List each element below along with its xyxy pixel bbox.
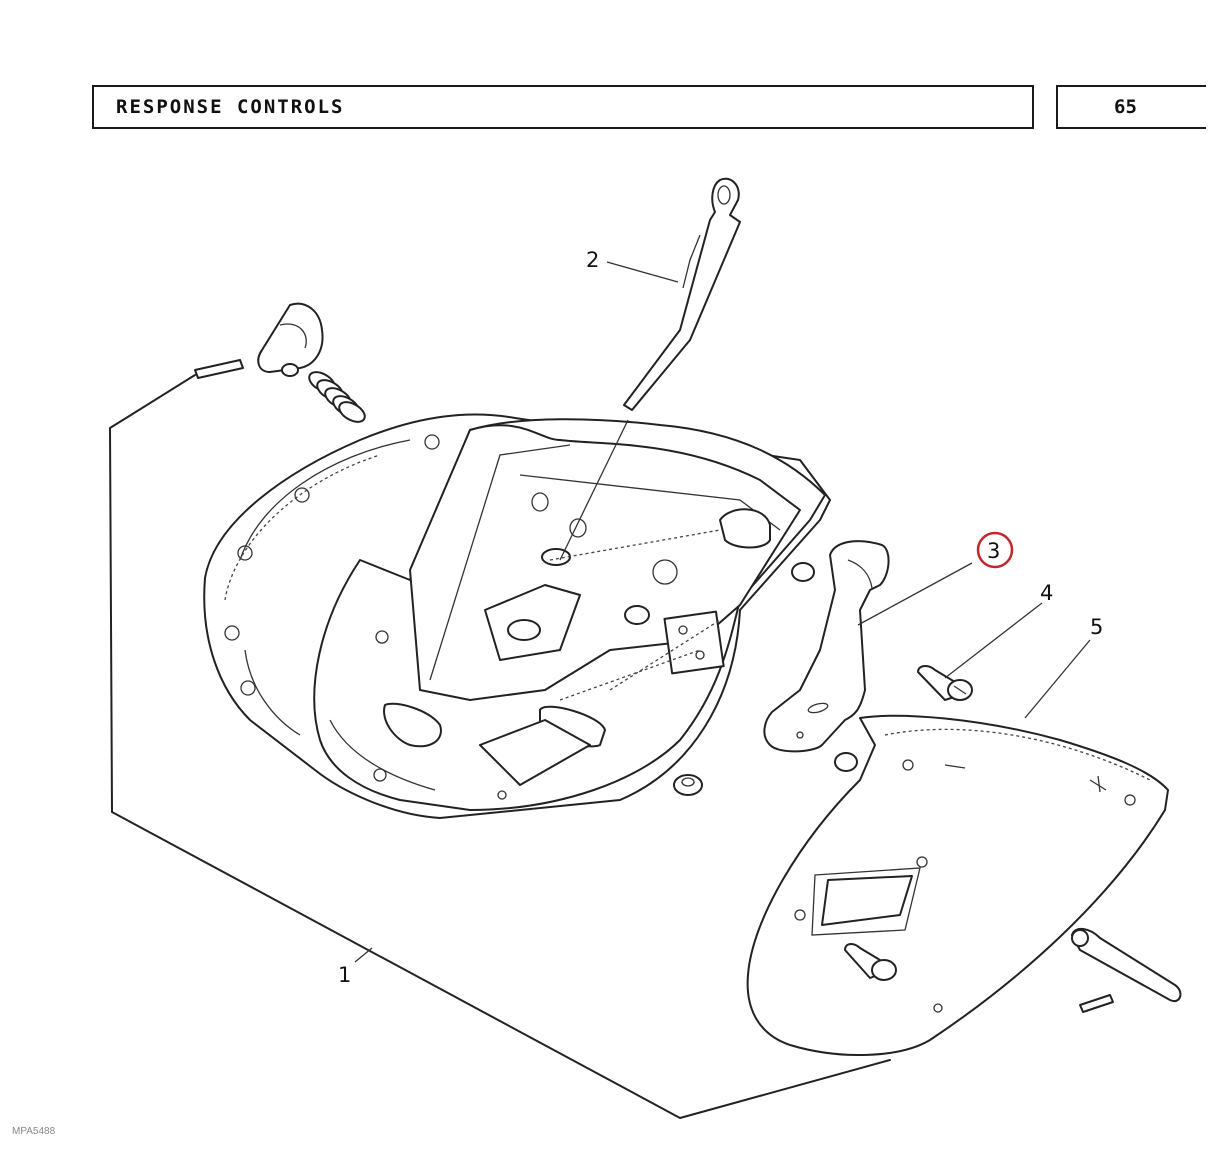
page-number: 65 (1114, 96, 1137, 118)
callout-2-label: 2 (586, 248, 599, 272)
callout-2: 2 (586, 248, 599, 272)
callout-1-label: 1 (338, 963, 351, 987)
screw-icon (917, 665, 973, 701)
bushing-icon (673, 774, 703, 796)
callout-leaders (354, 261, 1091, 963)
section-title: RESPONSE CONTROLS (92, 85, 1034, 129)
actuator-rod (559, 177, 741, 561)
callout-4-label: 4 (1040, 581, 1053, 605)
spring-icon (308, 371, 366, 423)
plate-screw-icon (844, 943, 897, 981)
highlight-circle (976, 531, 1014, 569)
callout-4: 4 (1040, 581, 1053, 605)
pin-icon (194, 359, 244, 379)
section-title-text: RESPONSE CONTROLS (116, 96, 345, 118)
callout-1: 1 (338, 963, 351, 987)
page-number-box: 65 (1056, 85, 1206, 129)
scale-plate (746, 714, 1182, 1057)
callout-3: 3 (976, 531, 1014, 569)
callout-3-label: 3 (987, 539, 1000, 563)
clamp-and-spring (194, 302, 366, 423)
shaft-pin-icon (1071, 927, 1182, 1013)
callout-5: 5 (1090, 615, 1103, 639)
callout-5-label: 5 (1090, 615, 1103, 639)
drawing-reference: MPA5488 (12, 1126, 56, 1137)
inner-housing-plate (313, 418, 826, 811)
lever-bracket (763, 540, 890, 772)
